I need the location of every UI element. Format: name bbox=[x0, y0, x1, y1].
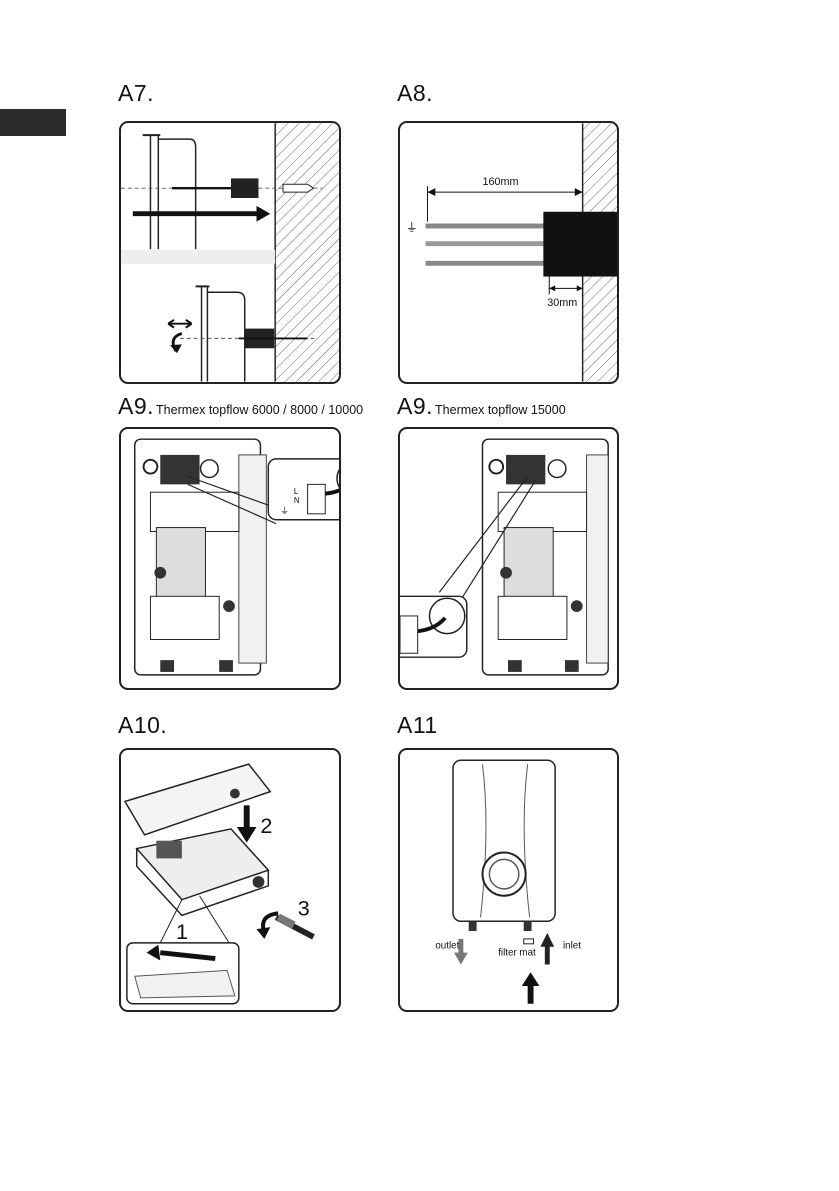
a7-device-side-bottom bbox=[200, 286, 246, 382]
a7-plug-block bbox=[230, 178, 259, 198]
a10-step-1: 1 bbox=[176, 919, 188, 944]
a11-heater-front bbox=[452, 759, 556, 922]
a8-cable-length-illustration: 160mm ⏚ 30mm bbox=[406, 123, 617, 382]
a8-dimension-160: 160mm bbox=[482, 176, 518, 188]
figure-label-a9-right-number: A9. bbox=[397, 393, 434, 419]
a7-wall-mount-illustration bbox=[121, 123, 339, 382]
a7-adjust-arrow bbox=[167, 318, 193, 329]
figure-label-a9-left: A9.Thermex topflow 6000 / 8000 / 10000 bbox=[118, 393, 363, 420]
a7-wall-hatch bbox=[275, 123, 339, 382]
a11-filter-mat-symbol bbox=[523, 938, 535, 945]
figure-label-a9-left-number: A9. bbox=[118, 393, 155, 419]
a10-arrow-step2 bbox=[236, 826, 257, 843]
figure-a9-left-panel: L N ⏚ bbox=[119, 427, 341, 690]
figure-label-a7: A7. bbox=[118, 80, 155, 106]
a10-front-cover bbox=[123, 763, 272, 836]
a11-outlet-label: outlet bbox=[435, 941, 459, 952]
a10-step-2: 2 bbox=[260, 813, 272, 838]
figure-subtitle-a9-right: Thermex topflow 15000 bbox=[435, 403, 566, 417]
a7-device-side-top bbox=[149, 135, 197, 250]
figure-a11-panel: outlet filter mat inlet bbox=[398, 748, 619, 1012]
figure-a7-panel bbox=[119, 121, 341, 384]
a9-left-terminal-l: L bbox=[294, 487, 299, 496]
a11-water-connection-illustration: outlet filter mat inlet bbox=[435, 759, 581, 1004]
a9-left-terminal-n: N bbox=[294, 496, 300, 505]
figure-a8-panel: 160mm ⏚ 30mm bbox=[398, 121, 619, 384]
figure-label-a8: A8. bbox=[397, 80, 434, 106]
a8-earth-symbol: ⏚ bbox=[406, 221, 418, 234]
figure-a9-right-panel: L1 L2 L3 ⏚ bbox=[398, 427, 619, 690]
a11-filter-mat-label: filter mat bbox=[498, 948, 536, 959]
a7-wall-anchor bbox=[282, 183, 315, 193]
figure-a10-panel: 2 3 1 bbox=[119, 748, 341, 1012]
figure-label-a10: A10. bbox=[118, 712, 168, 738]
section-tab bbox=[0, 109, 66, 136]
figure-label-a11: A11 bbox=[397, 712, 438, 738]
a10-step-3: 3 bbox=[298, 895, 310, 920]
a8-cable-3 bbox=[425, 260, 549, 266]
a10-cover-closing-illustration: 2 3 1 bbox=[123, 763, 315, 1005]
figure-subtitle-a9-left: Thermex topflow 6000 / 8000 / 10000 bbox=[156, 403, 364, 417]
a11-supply-arrow bbox=[521, 972, 540, 987]
a8-cable-2 bbox=[425, 241, 549, 247]
figure-label-a9-right: A9.Thermex topflow 15000 bbox=[397, 393, 566, 420]
a10-screwdriver bbox=[276, 913, 296, 929]
a9-left-wiring-illustration: L N ⏚ bbox=[134, 438, 339, 676]
a10-rotate-arrow bbox=[256, 927, 271, 939]
a9-left-terminal-earth: ⏚ bbox=[280, 506, 289, 516]
a8-cable-earth bbox=[425, 223, 549, 229]
a11-inlet-arrow bbox=[540, 933, 555, 947]
a8-dimension-30: 30mm bbox=[547, 297, 577, 309]
a7-rotate-arrow bbox=[170, 344, 182, 354]
a7-push-arrow bbox=[256, 205, 271, 222]
a10-arrow-step1 bbox=[146, 944, 161, 961]
a11-inlet-label: inlet bbox=[563, 941, 581, 952]
a11-outlet-arrow bbox=[454, 952, 468, 965]
a8-conduit-block bbox=[543, 211, 617, 277]
a9-right-wiring-illustration: L1 L2 L3 ⏚ bbox=[400, 438, 609, 676]
a9-left-detail-callout bbox=[267, 458, 339, 521]
